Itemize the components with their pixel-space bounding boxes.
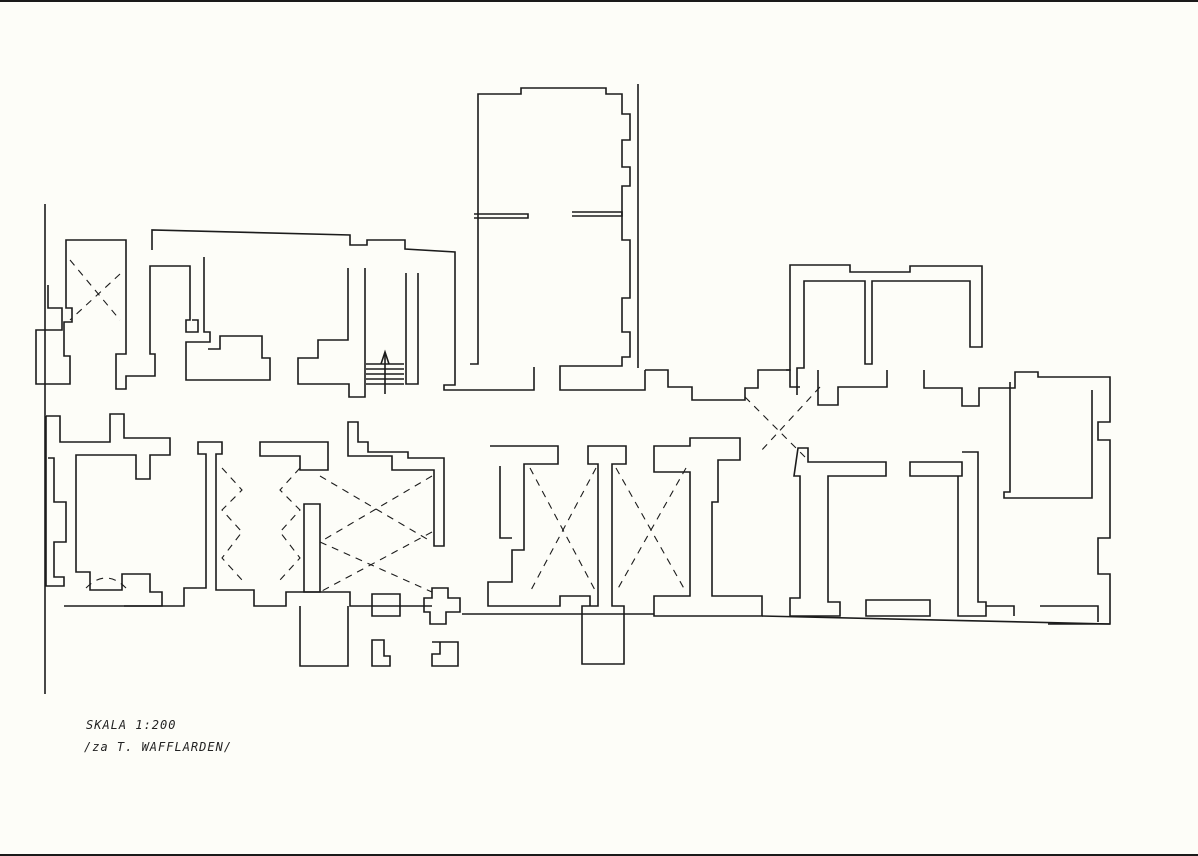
room-upper-mid xyxy=(185,257,271,381)
pier-e xyxy=(423,587,461,625)
room-east-inner xyxy=(1003,382,1093,499)
pier-right-a xyxy=(789,447,887,617)
partition-right xyxy=(572,211,623,217)
projection-a xyxy=(299,606,349,667)
pier-right-c xyxy=(957,451,987,617)
pier-small-b xyxy=(431,641,459,667)
pier-center-c xyxy=(653,437,763,617)
vault-line xyxy=(69,273,121,321)
pier-right-d xyxy=(865,599,931,617)
wall-mid-right xyxy=(645,369,800,401)
vaults-lower-west xyxy=(85,467,433,593)
pier-small-a xyxy=(371,639,391,667)
pier-b xyxy=(303,503,321,593)
pier-c xyxy=(347,421,445,547)
room-tall-top xyxy=(470,87,646,391)
lower-wall-c xyxy=(761,615,1111,625)
drawing-caption: SKALA 1:200 /za T. WAFFLARDEN/ xyxy=(84,714,232,758)
vault-line xyxy=(69,259,121,321)
pier-a xyxy=(259,441,329,471)
vaults-lower-center xyxy=(529,467,687,593)
block-upper xyxy=(151,229,535,391)
lower-wall-a xyxy=(64,441,432,607)
pier-center-a-inner xyxy=(499,466,512,539)
vault-line xyxy=(744,396,806,458)
vault-line xyxy=(759,386,821,453)
partition-left xyxy=(474,213,529,219)
pier-right-upper xyxy=(817,370,888,406)
scale-label: SKALA 1:200 xyxy=(86,718,177,732)
pier-right-e xyxy=(1040,605,1099,622)
pier-center-b xyxy=(581,445,627,665)
room-upper-left xyxy=(35,239,199,390)
stair-wall-left xyxy=(297,268,366,398)
lower-west-wall xyxy=(45,416,67,587)
credit-label: /za T. WAFFLARDEN/ xyxy=(84,740,233,754)
stair-treads xyxy=(366,349,404,394)
pier-d xyxy=(371,593,401,617)
stair-wall-right xyxy=(405,273,419,385)
pier-right-f xyxy=(986,605,1015,616)
pier-right-b xyxy=(909,461,963,477)
pier-center-a xyxy=(487,445,591,607)
room-lower-west xyxy=(46,413,171,607)
wing-right-upper xyxy=(786,264,983,395)
wing-right-east xyxy=(923,370,1111,625)
